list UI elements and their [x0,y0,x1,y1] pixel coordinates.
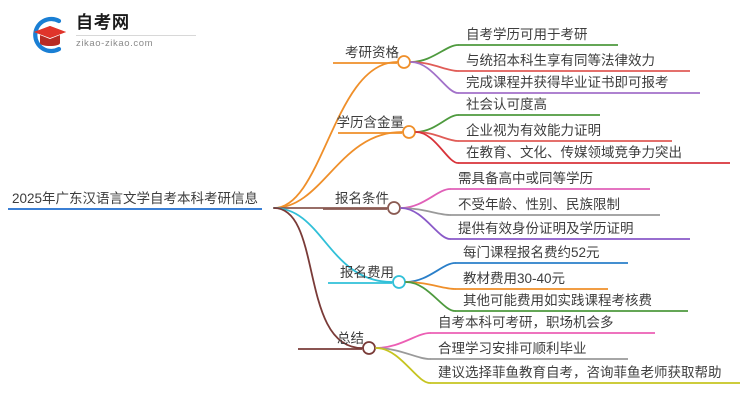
connector-line [415,131,459,164]
leaf-label-5-2: 合理学习安排可顺利毕业 [438,341,587,356]
connector-line [410,61,459,94]
connector-line [415,114,459,133]
leaf-label-4-2: 教材费用30-40元 [463,271,566,286]
connector-line [273,131,403,209]
leaf-label-1-2: 与统招本科生享有同等法律效力 [466,53,655,68]
connector-line [273,207,393,283]
connector-line [375,347,431,384]
leaf-label-5-1: 自考本科可考研，职场机会多 [438,315,614,330]
connector-line [400,188,451,209]
leaf-label-3-2: 不受年龄、性别、民族限制 [458,197,620,212]
leaf-label-2-3: 在教育、文化、传媒领域竞争力突出 [466,145,682,160]
connector-line [400,207,451,240]
connector-line [405,281,456,312]
connector-line [405,262,456,283]
branch-node-5[interactable] [362,341,376,355]
branch-label-3: 报名条件 [335,191,389,206]
leaf-label-1-3: 完成课程并获得毕业证书即可报考 [466,75,669,90]
logo-divider [76,35,196,36]
logo-url-text: zikao-zikao.com [76,38,154,49]
branch-node-2[interactable] [402,125,416,139]
branch-label-1: 考研资格 [345,45,399,60]
connector-line [273,61,398,209]
branch-label-5: 总结 [337,331,364,346]
branch-label-2: 学历含金量 [336,115,405,130]
leaf-label-1-1: 自考学历可用于考研 [466,27,588,42]
root-label: 2025年广东汉语言文学自考本科考研信息 [11,191,258,206]
branch-node-1[interactable] [397,55,411,69]
site-logo: 自考网 zikao-zikao.com [28,12,218,60]
connector-line [375,332,431,349]
leaf-label-2-1: 社会认可度高 [466,97,547,112]
branch-label-4: 报名费用 [340,265,394,280]
branch-node-4[interactable] [392,275,406,289]
leaf-label-4-3: 其他可能费用如实践课程考核费 [463,293,652,308]
leaf-label-5-3: 建议选择菲鱼教育自考，咨询菲鱼老师获取帮助 [438,365,722,380]
leaf-label-4-1: 每门课程报名费约52元 [463,245,600,260]
branch-node-3[interactable] [387,201,401,215]
logo-brand-text: 自考网 [76,13,130,32]
graduation-cap-logo-icon [33,16,66,54]
leaf-label-3-1: 需具备高中或同等学历 [458,171,593,186]
connector-line [273,207,363,349]
leaf-label-3-3: 提供有效身份证明及学历证明 [458,221,634,236]
leaf-label-2-2: 企业视为有效能力证明 [466,123,601,138]
connector-line [410,44,459,63]
